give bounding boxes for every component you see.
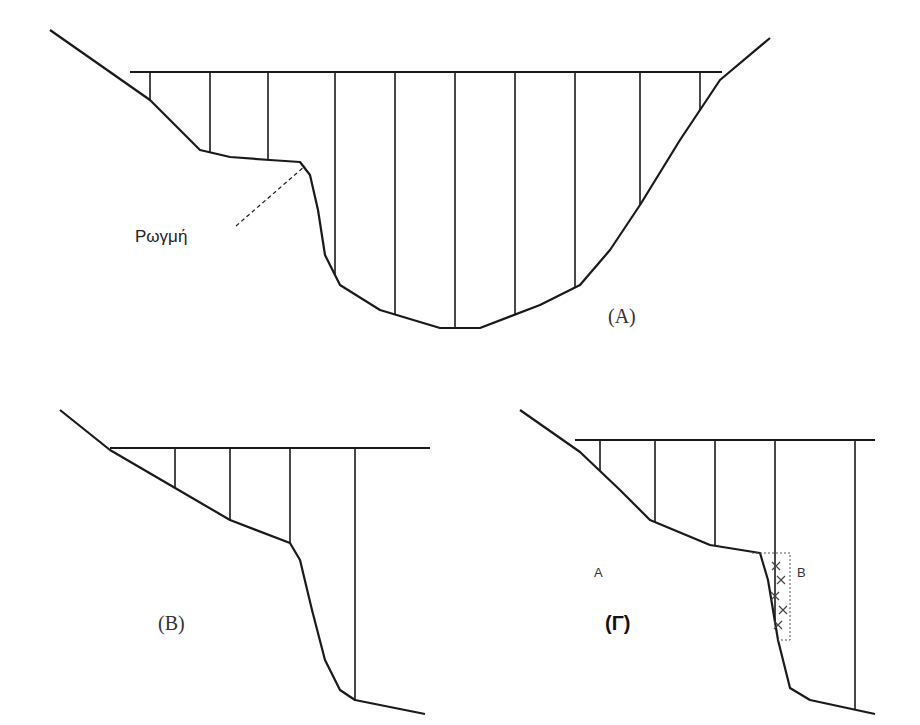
water-column bbox=[654, 440, 656, 522]
water-surface bbox=[575, 439, 875, 441]
section-label: (B) bbox=[158, 612, 185, 634]
water-column bbox=[174, 448, 176, 488]
crack-mark bbox=[774, 621, 782, 629]
valley-profile bbox=[50, 30, 770, 328]
water-column bbox=[514, 72, 516, 315]
crack-label: Ρωγμή bbox=[135, 228, 187, 247]
crack-mark bbox=[779, 606, 787, 614]
water-column bbox=[714, 440, 716, 546]
point-label: B bbox=[797, 566, 806, 580]
water-column bbox=[149, 72, 151, 100]
water-column bbox=[599, 440, 601, 471]
water-column bbox=[209, 72, 211, 152]
crack-mark bbox=[777, 576, 785, 584]
crack-region bbox=[752, 553, 790, 640]
section-g bbox=[520, 410, 875, 714]
water-column bbox=[229, 448, 231, 520]
water-column bbox=[699, 72, 701, 110]
water-column bbox=[334, 72, 336, 275]
water-column bbox=[267, 72, 269, 160]
water-column bbox=[854, 440, 856, 710]
valley-profile bbox=[520, 410, 875, 714]
water-column bbox=[354, 448, 356, 700]
section-label: (A) bbox=[608, 305, 636, 327]
water-column bbox=[574, 72, 576, 288]
water-column bbox=[394, 72, 396, 315]
point-label: A bbox=[594, 566, 603, 580]
section-a bbox=[50, 30, 770, 328]
section-label: (Γ) bbox=[605, 612, 630, 634]
crack-outline bbox=[752, 553, 790, 640]
water-column bbox=[289, 448, 291, 543]
crack-mark bbox=[771, 592, 779, 600]
water-surface bbox=[110, 447, 430, 449]
crack-leader bbox=[236, 166, 305, 226]
crack-mark bbox=[772, 562, 780, 570]
valley-profile bbox=[60, 410, 425, 714]
water-surface bbox=[130, 71, 722, 73]
water-column bbox=[639, 72, 641, 205]
section-b bbox=[60, 410, 430, 714]
water-column bbox=[454, 72, 456, 328]
